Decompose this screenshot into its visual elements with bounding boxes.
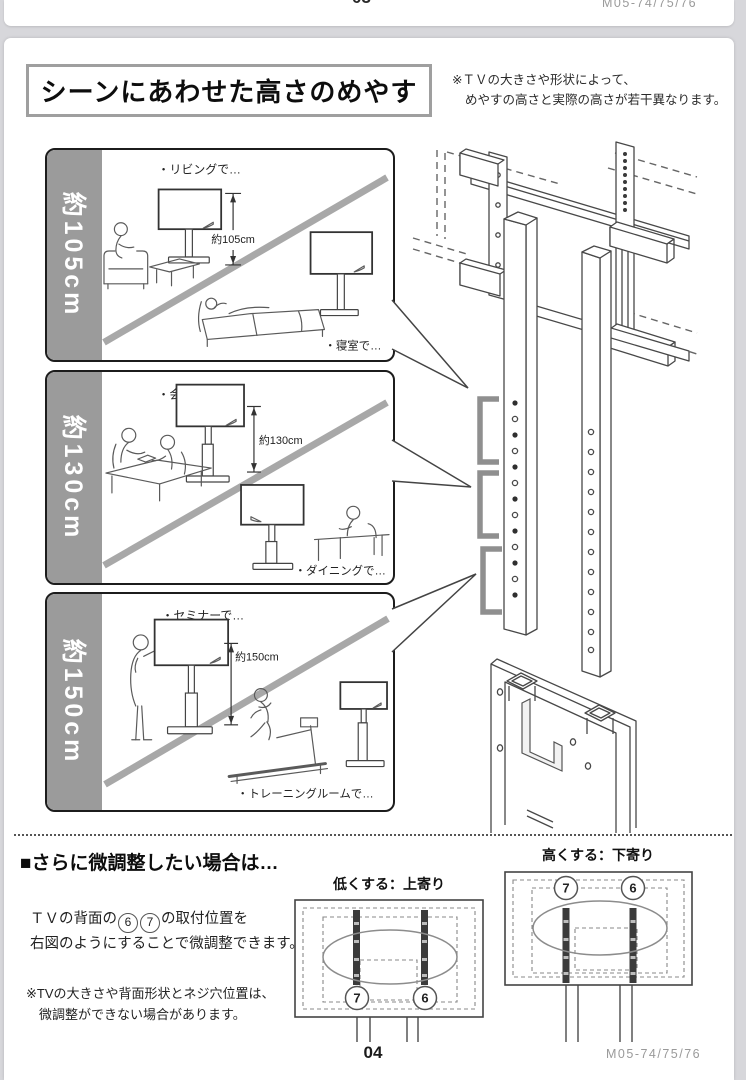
circled-number-6: 6 [118,913,138,933]
scene-panel-130cm: 約130cm ・会議で… 約130cm [45,370,395,585]
title-note: ※ＴＶの大きさや形状によって、 めやすの高さと実際の高さが若干異なります。 [452,70,726,110]
previous-manual-code: M05-74/75/76 [602,0,698,10]
previous-page-fragment: 03 M05-74/75/76 [4,0,734,26]
dimension-label-105: 約105cm [211,232,255,246]
footer-page-number: 04 [353,1043,393,1063]
page-title: シーンにあわせた高さのめやす [26,64,432,117]
height-label-105cm: 約105cm [58,191,87,319]
footer-manual-code: M05-74/75/76 [606,1047,702,1061]
previous-page-number: 03 [352,0,371,8]
tv-stand-illustration [153,618,230,735]
scene-illustration-seminar-training: ・セミナーで… 約150cm [103,609,390,800]
scene-label-living: ・リビングで… [158,163,241,177]
dimension-label-150: 約150cm [235,649,279,663]
scene-illustration-living-bedroom: ・リビングで… 約105cm [102,163,389,352]
height-label-150cm: 約150cm [58,638,87,766]
diagram-lower-title: 低くする：上寄り [333,876,445,892]
adjustment-body-line2: 右図のようにすることで微調整できます。 [30,936,304,952]
tv-stand-illustration [157,188,223,264]
dimension-label-130: 約130cm [259,433,303,447]
scene-panel-105cm: 約105cm ・リビングで… 約105cm [45,148,395,362]
height-label-bar-130cm: 約130cm [47,372,102,583]
adjustment-heading: ■さらに微調整したい場合は… [20,853,279,874]
tv-stand-illustration [240,484,305,570]
tv-stand-illustration [175,383,245,483]
scene-label-training: ・トレーニングルームで… [237,786,374,800]
dining-person-illustration [313,505,390,562]
adjustment-body-pre: ＴＶの背面の [30,911,117,927]
tv-stand-illustration [309,231,374,317]
adjustment-note-line2: 微調整ができない場合があります。 [39,1006,246,1022]
title-note-line2: めやすの高さと実際の高さが若干異なります。 [465,93,727,107]
dimension-arrow-150 [224,642,239,726]
dotted-separator [14,834,732,836]
meeting-people-illustration [105,427,212,502]
height-label-130cm: 約130cm [58,414,87,541]
scene-label-bedroom: ・寝室で… [324,338,381,352]
circled-number-7: 7 [140,913,160,933]
title-note-line1: ※ＴＶの大きさや形状によって、 [452,73,636,87]
adjustment-note-line1: ※TVの大きさや背面形状とネジ穴位置は、 [26,986,275,1001]
dimension-arrow-130 [246,405,261,473]
height-label-bar-105cm: 約105cm [47,150,102,360]
scene-panel-150cm: 約150cm ・セミナーで… 約150cm [45,592,395,812]
adjustment-note: ※TVの大きさや背面形状とネジ穴位置は、 微調整ができない場合があります。 [26,984,275,1026]
scene-label-dining: ・ダイニングで… [295,563,386,577]
treadmill-runner-illustration [227,687,329,785]
dimension-arrow-105 [225,192,242,266]
adjustment-body-post: の取付位置を [161,911,248,927]
bed-person-illustration [197,297,326,347]
height-label-bar-150cm: 約150cm [47,594,102,810]
diagram-higher-title: 高くする：下寄り [542,847,654,863]
sofa-person-illustration [103,222,200,290]
scene-illustration-meeting-dining: ・会議で… 約130cm [102,383,390,577]
tv-stand-illustration [339,681,388,768]
